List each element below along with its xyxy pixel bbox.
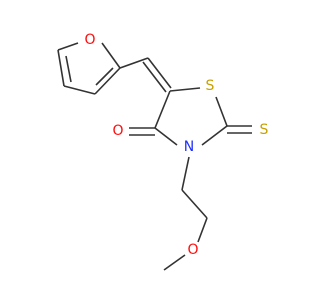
bond-furan-o-c2: [57, 42, 79, 51]
bond-methine-c5-double-a: [147, 57, 172, 89]
bond-furan-c3-c4: [63, 85, 96, 95]
bond-layer: [57, 42, 252, 271]
bond-furan-c2-c3-inner: [65, 55, 72, 83]
bond-n3-ch2a: [181, 156, 190, 191]
ring-sulfur-label: S: [206, 78, 215, 94]
bond-c2-n3: [201, 125, 228, 146]
ring-nitrogen-label: N: [184, 139, 194, 155]
bond-methine-c5-double-b: [142, 61, 167, 93]
bond-ch2b-o: [197, 217, 208, 243]
bond-c4-c5: [154, 90, 171, 129]
furan-oxygen-label: O: [84, 32, 95, 48]
bond-s1-c2: [215, 96, 228, 127]
bond-ch2a-ch2b: [181, 189, 208, 219]
bond-o-ch3: [163, 254, 186, 271]
bond-furan-c2-c3: [57, 49, 65, 87]
bond-furan-methine: [119, 57, 149, 69]
bond-c5-s1: [169, 87, 201, 92]
bond-furan-c4-c5-inner: [95, 67, 114, 86]
carbonyl-oxygen-label: O: [112, 123, 123, 139]
thione-sulfur-label: S: [260, 122, 269, 138]
bond-furan-o-c5: [101, 42, 121, 69]
bond-n3-c4: [154, 127, 178, 146]
molecule-structure: O S S O N O: [57, 32, 269, 271]
ether-oxygen-label: O: [187, 242, 198, 258]
bond-furan-c4-c5: [94, 67, 121, 95]
atom-label-layer: O S S O N O: [84, 32, 268, 258]
